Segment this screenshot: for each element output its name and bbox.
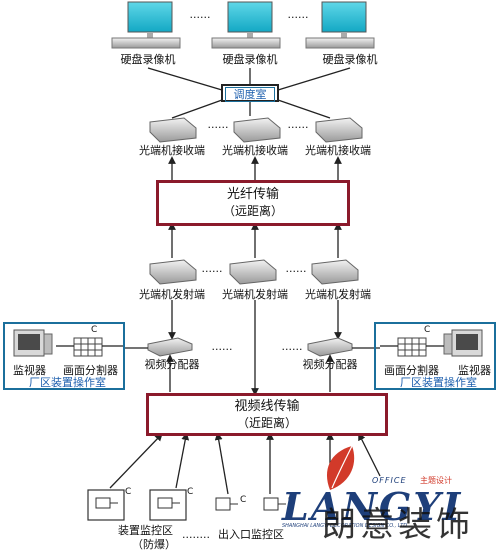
receiver-right-label: 光端机接收端 [305, 144, 371, 157]
video-line-subtitle: （近距离） [236, 416, 297, 430]
watermark-chinese: 朗意装饰 [322, 505, 474, 545]
hdd-recorder-mid-label: 硬盘录像机 [222, 53, 278, 66]
receiver-left-label: 光端机接收端 [139, 144, 205, 157]
hdd-dots-left: ...... [189, 8, 211, 21]
right-splitter-label: 画面分割器 [384, 364, 439, 377]
right-room-title: 厂区装置操作室 [400, 376, 477, 389]
right-monitor-icon [443, 329, 483, 357]
transmitter-dots-right: ...... [285, 262, 307, 275]
right-splitter-icon [397, 337, 427, 357]
watermark-logo: LANGYI [282, 484, 463, 529]
camera-2-c-mark: C [187, 487, 194, 497]
camera-1-c-mark: C [125, 487, 132, 497]
dispatch-room-label: 调度室 [225, 87, 275, 102]
entry-zone-label: 出入口监控区 [218, 528, 284, 541]
right-splitter-c-mark: C [424, 325, 431, 335]
watermark-tagline-design: 主题设计 [420, 476, 452, 485]
fiber-title: 光纤传输 [226, 187, 279, 202]
hdd-recorder-left-icon [111, 1, 181, 49]
monitor-zone-dots: ........ [182, 528, 210, 541]
distributor-left-icon [147, 337, 193, 357]
camera-explosion-proof-1-icon [87, 489, 125, 521]
left-room-title: 厂区装置操作室 [29, 376, 106, 389]
transmitter-mid-label: 光端机发射端 [222, 288, 288, 301]
receiver-right-icon [315, 117, 363, 143]
camera-explosion-proof-2-icon [149, 489, 187, 521]
video-line-title: 视频线传输 [234, 399, 300, 414]
watermark-leaf-icon [326, 445, 355, 490]
monitor-zone-label: 装置监控区 [118, 524, 173, 537]
watermark-subline: SHANGHAI LANGYI DECORATION DESIGN CO., L… [282, 523, 408, 529]
camera-4-c-mark: C [288, 495, 295, 505]
camera-entry-1-icon [215, 497, 238, 511]
left-splitter-icon [73, 337, 103, 357]
left-splitter-label: 画面分割器 [63, 364, 118, 377]
receiver-dots-left: ...... [207, 118, 229, 131]
receiver-left-icon [149, 117, 197, 143]
receiver-dots-right: ...... [287, 118, 309, 131]
transmitter-left-label: 光端机发射端 [139, 288, 205, 301]
video-line-transmission-box: 视频线传输 （近距离） [146, 393, 388, 436]
left-operator-room: 监视器 画面分割器 厂区装置操作室 C [3, 322, 125, 390]
fiber-subtitle: （远距离） [222, 204, 283, 218]
fiber-transmission-box: 光纤传输 （远距离） [156, 180, 350, 226]
transmitter-left-icon [149, 259, 197, 285]
distributor-dots-right: ...... [281, 340, 303, 353]
camera-entry-2-icon [263, 497, 286, 511]
transmitter-right-label: 光端机发射端 [305, 288, 371, 301]
receiver-mid-label: 光端机接收端 [222, 144, 288, 157]
monitor-zone-sub: （防爆） [132, 538, 176, 551]
hdd-dots-right: ...... [287, 8, 309, 21]
distributor-right-label: 视频分配器 [302, 358, 358, 371]
hdd-recorder-right-label: 硬盘录像机 [322, 53, 378, 66]
right-operator-room: 画面分割器 监视器 厂区装置操作室 C [374, 322, 496, 390]
right-monitor-label: 监视器 [458, 364, 491, 377]
distributor-left-label: 视频分配器 [144, 358, 200, 371]
hdd-recorder-left-label: 硬盘录像机 [120, 53, 176, 66]
hdd-recorder-mid-icon [211, 1, 281, 49]
distributor-dots-left: ...... [211, 340, 233, 353]
left-splitter-c-mark: C [91, 325, 98, 335]
hdd-recorder-right-icon [305, 1, 375, 49]
transmitter-mid-icon [229, 259, 277, 285]
transmitter-right-icon [311, 259, 359, 285]
receiver-mid-icon [233, 117, 281, 143]
camera-3-c-mark: C [240, 495, 247, 505]
distributor-right-icon [307, 337, 353, 357]
dispatch-room-box: 调度室 [221, 84, 279, 102]
transmitter-dots-left: ...... [201, 262, 223, 275]
left-monitor-label: 监视器 [13, 364, 46, 377]
left-monitor-icon [13, 329, 53, 357]
watermark-tagline-office: OFFICE [372, 476, 407, 485]
